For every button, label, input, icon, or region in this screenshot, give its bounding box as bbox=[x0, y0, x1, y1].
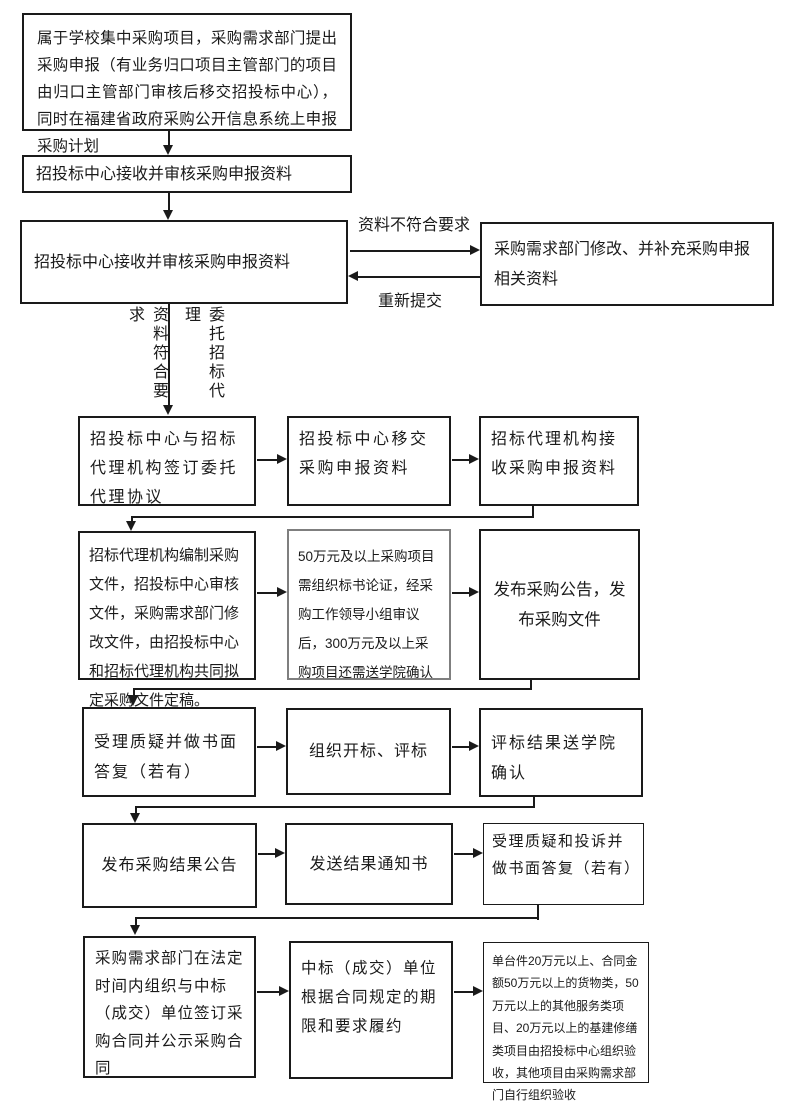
connector-inquiry1-open bbox=[257, 746, 277, 748]
connector-elbow-drop bbox=[135, 917, 137, 926]
edge-label-not-conform: 资料不符合要求 bbox=[358, 217, 471, 234]
connector-open-confirm bbox=[452, 746, 470, 748]
connector-resultannounce-notice bbox=[258, 853, 276, 855]
node-start: 属于学校集中采购项目，采购需求部门提出采购申报（有业务归口项目主管部门的项目由归… bbox=[22, 13, 352, 155]
arrowhead-down-icon bbox=[130, 813, 140, 823]
node-result-announce: 发布采购结果公告 bbox=[82, 823, 257, 908]
connector-review-sign bbox=[168, 304, 170, 406]
connector-contract-perform bbox=[257, 991, 280, 993]
connector-elbow-stub bbox=[532, 506, 534, 518]
node-announce: 发布采购公告，发布采购文件 bbox=[479, 529, 640, 680]
connector-transfer-agencyreceive bbox=[452, 459, 470, 461]
node-result-confirm: 评标结果送学院确认 bbox=[479, 708, 643, 797]
connector-revise-review bbox=[357, 276, 480, 278]
arrowhead-right-icon bbox=[275, 848, 285, 858]
connector-review-revise bbox=[350, 250, 471, 252]
arrowhead-right-icon bbox=[279, 986, 289, 996]
arrowhead-left-icon bbox=[348, 271, 358, 281]
connector-elbow-stub bbox=[530, 680, 532, 690]
node-inquiry2: 受理质疑和投诉并做书面答复（若有） bbox=[483, 823, 644, 905]
arrowhead-right-icon bbox=[277, 587, 287, 597]
connector-elbow-horizontal bbox=[131, 516, 534, 518]
node-perform: 中标（成交）单位根据合同规定的期限和要求履约 bbox=[289, 941, 453, 1079]
arrowhead-down-icon bbox=[126, 521, 136, 531]
arrowhead-down-icon bbox=[130, 925, 140, 935]
node-review: 招投标中心接收并审核采购申报资料 bbox=[20, 220, 348, 304]
edge-label-entrust: 委托招标代理 bbox=[182, 306, 223, 401]
node-agency-receive: 招标代理机构接收采购申报资料 bbox=[479, 416, 639, 506]
node-revise: 采购需求部门修改、并补充采购申报相关资料 bbox=[480, 222, 774, 306]
arrowhead-right-icon bbox=[469, 741, 479, 751]
edge-label-resubmit: 重新提交 bbox=[378, 293, 443, 310]
connector-start-receive bbox=[168, 131, 170, 147]
connector-receive-review bbox=[168, 193, 170, 211]
arrowhead-right-icon bbox=[470, 245, 480, 255]
connector-elbow-horizontal bbox=[135, 806, 535, 808]
node-contract: 采购需求部门在法定时间内组织与中标（成交）单位签订采购合同并公示采购合同 bbox=[83, 936, 256, 1078]
arrowhead-down-icon bbox=[128, 696, 138, 706]
node-receive: 招投标中心接收并审核采购申报资料 bbox=[22, 155, 352, 193]
connector-elbow-drop bbox=[133, 688, 135, 696]
node-acceptance: 单台件20万元以上、合同金额50万元以上的货物类，50万元以上的其他服务类项目、… bbox=[483, 942, 649, 1102]
node-transfer: 招投标中心移交采购申报资料 bbox=[287, 416, 451, 506]
connector-elbow-stub bbox=[533, 797, 535, 808]
node-inquiry1: 受理质疑并做书面答复（若有） bbox=[82, 707, 256, 797]
node-prepare-docs: 招标代理机构编制采购文件，招投标中心审核文件，采购需求部门修改文件，由招投标中心… bbox=[78, 531, 256, 709]
connector-elbow-drop bbox=[131, 516, 133, 523]
arrowhead-right-icon bbox=[276, 741, 286, 751]
node-sign-agency: 招投标中心与招标代理机构签订委托代理协议 bbox=[78, 416, 256, 506]
arrowhead-right-icon bbox=[473, 848, 483, 858]
connector-elbow-horizontal bbox=[133, 688, 532, 690]
edge-label-conform: 资料符合要求 bbox=[126, 306, 167, 401]
connector-notice-inquiry2 bbox=[454, 853, 474, 855]
connector-elbow-drop bbox=[135, 806, 137, 813]
connector-perform-acceptance bbox=[454, 991, 474, 993]
node-argumentation: 50万元及以上采购项目需组织标书论证，经采购工作领导小组审议后，300万元及以上… bbox=[287, 529, 451, 680]
arrowhead-right-icon bbox=[469, 587, 479, 597]
connector-elbow-horizontal bbox=[135, 917, 539, 919]
connector-sign-transfer bbox=[257, 459, 278, 461]
arrowhead-down-icon bbox=[163, 145, 173, 155]
node-bid-opening: 组织开标、评标 bbox=[286, 708, 451, 795]
connector-elbow-stub bbox=[537, 905, 539, 920]
arrowhead-right-icon bbox=[277, 454, 287, 464]
arrowhead-right-icon bbox=[469, 454, 479, 464]
node-notice: 发送结果通知书 bbox=[285, 823, 453, 905]
arrowhead-down-icon bbox=[163, 210, 173, 220]
arrowhead-right-icon bbox=[473, 986, 483, 996]
connector-argument-announce bbox=[452, 592, 470, 594]
arrowhead-down-icon bbox=[163, 405, 173, 415]
connector-prepare-argument bbox=[257, 592, 278, 594]
